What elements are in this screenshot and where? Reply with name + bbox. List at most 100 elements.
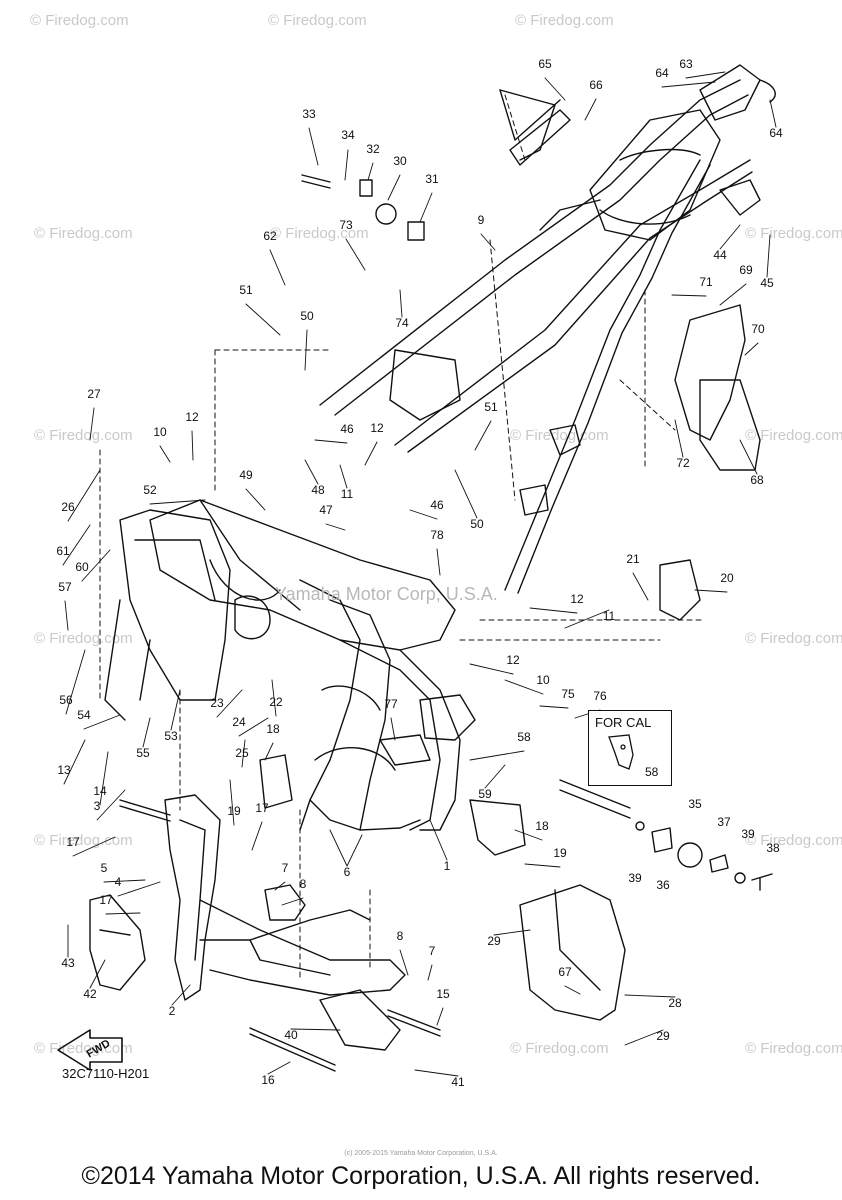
part-number-label: 12 xyxy=(185,410,199,424)
callout-dashes xyxy=(99,94,706,981)
part-number-label: 33 xyxy=(302,107,316,121)
part-number-label: 36 xyxy=(656,878,670,892)
watermark: © Firedog.com xyxy=(34,225,133,242)
part-number-label: 72 xyxy=(676,456,690,470)
part-number-label: 17 xyxy=(255,801,269,815)
part-number-label: 61 xyxy=(56,544,70,558)
watermark: © Firedog.com xyxy=(270,225,369,242)
part-number-label: 5 xyxy=(101,861,108,875)
part-number-label: 49 xyxy=(239,468,253,482)
part-number-label: 54 xyxy=(77,708,91,722)
part-number-label: 62 xyxy=(263,229,277,243)
part-number-label: 43 xyxy=(61,956,75,970)
part-number-label: 29 xyxy=(656,1029,670,1043)
part-number-label: 39 xyxy=(628,871,642,885)
part-number-label: 17 xyxy=(66,835,80,849)
part-number-label: 24 xyxy=(232,715,246,729)
leader-lines xyxy=(62,71,777,1077)
part-number-label: 2 xyxy=(169,1004,176,1018)
part-number-label: 3 xyxy=(94,799,101,813)
for-cal-inset: FOR CAL 58 xyxy=(588,710,672,786)
part-number-label: 31 xyxy=(425,172,439,186)
part-number-label: 69 xyxy=(739,263,753,277)
watermark: © Firedog.com xyxy=(515,12,614,29)
part-number-label: 17 xyxy=(99,893,113,907)
part-number-label: 25 xyxy=(235,746,249,760)
for-cal-bracket-drawing xyxy=(608,734,634,770)
part-number-label: 29 xyxy=(487,934,501,948)
part-number-label: 10 xyxy=(153,425,167,439)
part-number-label: 13 xyxy=(57,763,71,777)
part-number-label: 46 xyxy=(430,498,444,512)
center-watermark: Yamaha Motor Corp, U.S.A. xyxy=(275,584,498,604)
part-number-label: 34 xyxy=(341,128,355,142)
main-frame-drawing xyxy=(104,499,461,831)
part-number-label: 66 xyxy=(589,78,603,92)
part-number-label: 12 xyxy=(570,592,584,606)
part-number-label: 30 xyxy=(393,154,407,168)
part-number-label: 37 xyxy=(717,815,731,829)
part-number-label: 52 xyxy=(143,483,157,497)
rear-frame-drawing xyxy=(319,64,776,594)
part-number-label: 64 xyxy=(655,66,669,80)
part-number-label: 73 xyxy=(339,218,353,232)
watermark: © Firedog.com xyxy=(745,225,842,242)
part-number-label: 12 xyxy=(506,653,520,667)
part-number-label: 32 xyxy=(366,142,380,156)
part-number-label: 50 xyxy=(470,517,484,531)
watermark: © Firedog.com xyxy=(745,1040,842,1057)
fine-print: (c) 2005-2015 Yamaha Motor Corporation, … xyxy=(344,1150,498,1157)
fwd-arrow-icon xyxy=(57,1029,123,1071)
part-number-label: 26 xyxy=(61,500,75,514)
part-number-label: 23 xyxy=(210,696,224,710)
part-number-label: 59 xyxy=(478,787,492,801)
part-number-label: 77 xyxy=(384,697,398,711)
part-number-label: 22 xyxy=(269,695,283,709)
pivot-shaft-drawing xyxy=(119,174,773,1072)
part-number-label: 10 xyxy=(536,673,550,687)
part-number-label: 40 xyxy=(284,1028,298,1042)
part-number-label: 56 xyxy=(59,693,73,707)
part-number-label: 78 xyxy=(430,528,444,542)
part-number-label: 65 xyxy=(538,57,552,71)
part-number-label: 71 xyxy=(699,275,713,289)
part-number-label: 18 xyxy=(535,819,549,833)
part-number-label: 38 xyxy=(766,841,780,855)
part-number-label: 51 xyxy=(484,400,498,414)
part-number-label: 55 xyxy=(136,746,150,760)
part-number-label: 41 xyxy=(451,1075,465,1089)
watermark: © Firedog.com xyxy=(510,1040,609,1057)
part-number-label: 7 xyxy=(282,861,289,875)
engine-mount-drawing xyxy=(89,304,761,1051)
part-number-label: 20 xyxy=(720,571,734,585)
watermark: © Firedog.com xyxy=(34,832,133,849)
watermark: © Firedog.com xyxy=(30,12,129,29)
diagram-code: 32C7110-H201 xyxy=(62,1066,150,1081)
part-number-label: 14 xyxy=(93,784,107,798)
part-number-label: 48 xyxy=(311,483,325,497)
part-number-label: 7 xyxy=(429,944,436,958)
part-number-label: 1 xyxy=(444,859,451,873)
for-cal-part-number: 58 xyxy=(645,765,659,779)
watermark: © Firedog.com xyxy=(34,427,133,444)
watermark: © Firedog.com xyxy=(34,1040,133,1057)
part-number-label: 4 xyxy=(115,875,122,889)
part-number-label: 21 xyxy=(626,552,640,566)
part-number-label: 42 xyxy=(83,987,97,1001)
part-number-label: 27 xyxy=(87,387,101,401)
part-number-label: 76 xyxy=(593,689,607,703)
part-number-label: 75 xyxy=(561,687,575,701)
part-number-label: 8 xyxy=(300,877,307,891)
copyright-notice: ©2014 Yamaha Motor Corporation, U.S.A. A… xyxy=(81,1162,761,1190)
part-number-label: 63 xyxy=(679,57,693,71)
part-number-label: 11 xyxy=(603,609,616,623)
part-number-label: 6 xyxy=(344,865,351,879)
part-number-label: 9 xyxy=(478,213,485,227)
part-number-label: 35 xyxy=(688,797,702,811)
part-number-label: 74 xyxy=(395,316,409,330)
part-number-label: 60 xyxy=(75,560,89,574)
part-number-label: 50 xyxy=(300,309,314,323)
part-number-label: 19 xyxy=(227,804,241,818)
